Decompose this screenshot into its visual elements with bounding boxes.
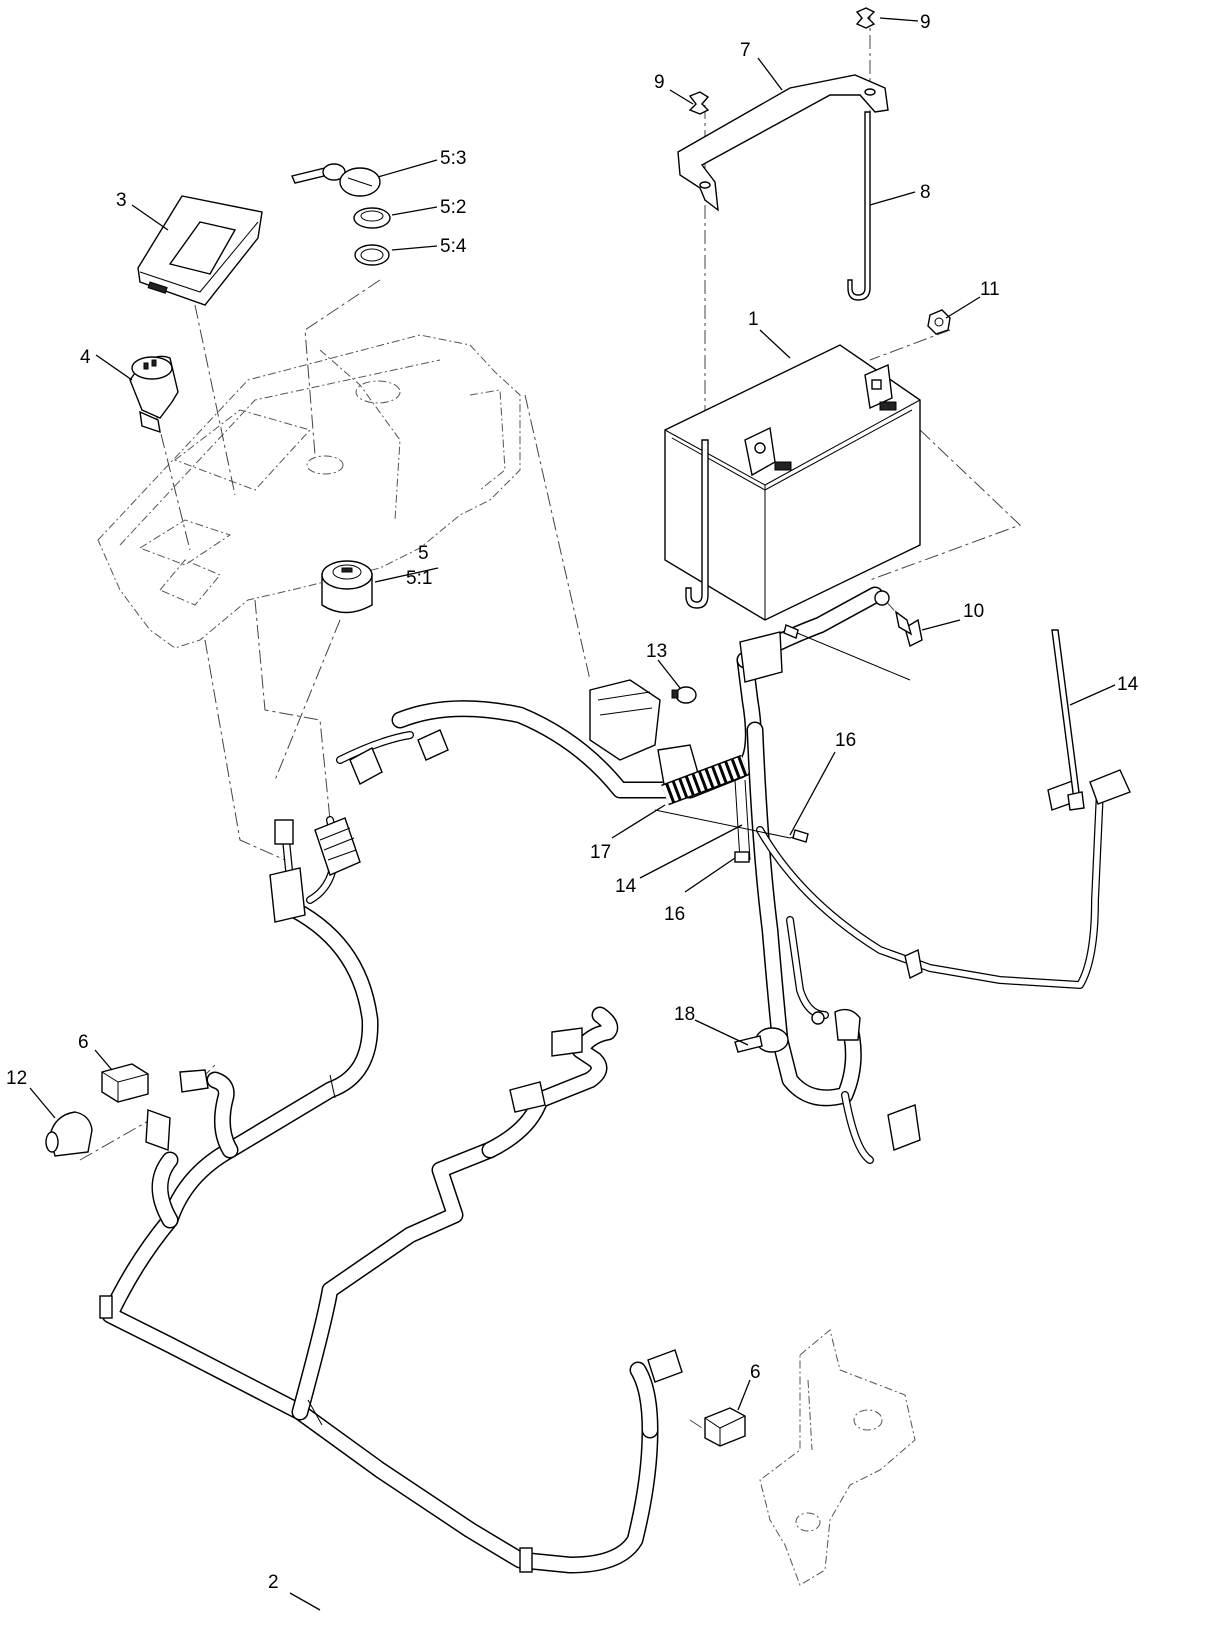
callout-labels: 1 2 3 4 5 5:1 5:3 5:2 5:4 6 6 7 8 9 9 10… (6, 12, 1139, 1593)
wing-nut-top[interactable] (855, 7, 876, 29)
cable-tie-middle[interactable] (734, 779, 751, 863)
callout-14-mid: 14 (615, 876, 637, 897)
switch[interactable] (129, 355, 179, 434)
callout-18: 18 (674, 1004, 695, 1025)
callout-17: 17 (590, 842, 611, 863)
ignition-washer[interactable] (354, 244, 390, 266)
nut[interactable] (927, 309, 951, 335)
callout-11: 11 (980, 279, 1000, 300)
wire-harness[interactable] (99, 896, 659, 1574)
pedal-bracket-phantom (759, 1329, 916, 1586)
callout-9-top: 9 (920, 12, 931, 33)
callout-9-left: 9 (654, 72, 665, 93)
relay-bottom[interactable] (647, 1349, 746, 1447)
callout-14-right: 14 (1117, 674, 1139, 695)
hour-meter[interactable] (137, 195, 263, 306)
ignition-switch[interactable] (321, 560, 373, 614)
upper-harness[interactable] (281, 586, 1104, 1164)
callout-8: 8 (920, 182, 931, 203)
callout-6-left: 6 (78, 1032, 89, 1053)
callout-2: 2 (268, 1572, 279, 1593)
relay-left[interactable] (101, 1063, 149, 1103)
cable-tie-right[interactable] (1051, 629, 1085, 811)
battery-hold-down-bracket[interactable] (677, 74, 889, 212)
wing-nut-left[interactable] (688, 91, 710, 115)
callout-4: 4 (80, 347, 91, 368)
callout-5-2: 5:2 (440, 197, 466, 218)
ignition-nut[interactable] (353, 207, 391, 229)
ignition-key[interactable] (291, 163, 381, 197)
callout-3: 3 (116, 190, 127, 211)
callout-1: 1 (748, 309, 759, 330)
callout-16-upper: 16 (835, 730, 856, 751)
j-bolt-right[interactable] (847, 111, 871, 301)
convoluted-tube[interactable] (661, 754, 749, 806)
callout-5: 5 (418, 543, 429, 564)
battery[interactable] (664, 344, 921, 621)
harness-clamp[interactable] (734, 1027, 789, 1053)
push-fastener[interactable] (671, 686, 697, 704)
callout-10: 10 (963, 601, 984, 622)
control-panel-phantom (97, 334, 521, 649)
leader-lines (29, 17, 1116, 1611)
callout-12: 12 (6, 1068, 27, 1089)
cable-tie-upper[interactable] (783, 624, 911, 681)
callout-7: 7 (740, 40, 751, 61)
callout-13: 13 (646, 641, 667, 662)
j-bolt-left[interactable] (685, 439, 709, 609)
seat-switch[interactable] (45, 1111, 93, 1157)
bolt[interactable] (894, 610, 923, 648)
callout-5-1: 5:1 (406, 568, 432, 589)
callout-6-bottom: 6 (750, 1362, 761, 1383)
cable-tie-lower[interactable] (654, 809, 809, 843)
callout-16-lower: 16 (664, 904, 685, 925)
callout-5-4: 5:4 (440, 236, 467, 257)
harness-connectors (145, 590, 1131, 1151)
callout-5-3: 5:3 (440, 148, 466, 169)
